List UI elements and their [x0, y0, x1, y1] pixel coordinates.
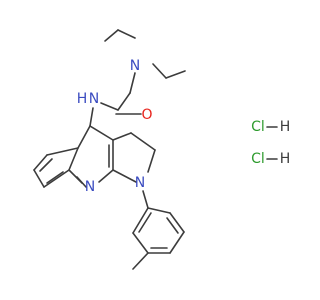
bond — [104, 29, 119, 42]
chlorine-label: Cl — [251, 119, 265, 135]
bond — [43, 169, 70, 188]
bond — [89, 107, 94, 127]
hydrogen-label: H — [280, 151, 291, 167]
bond — [112, 169, 137, 183]
bond — [46, 147, 79, 156]
bond — [68, 147, 79, 171]
bond — [98, 169, 114, 183]
hcl-salt-2: Cl H — [251, 151, 290, 167]
bond — [76, 176, 87, 188]
hcl-salt-1: Cl H — [251, 119, 290, 135]
bond — [130, 132, 156, 151]
bond — [39, 158, 53, 172]
bond — [89, 125, 114, 141]
bond — [132, 232, 149, 254]
bond — [100, 102, 119, 111]
bond — [117, 92, 131, 111]
amine-nitrogen-label: N — [130, 58, 140, 74]
bond — [169, 231, 185, 254]
bond — [112, 132, 132, 141]
bond — [33, 154, 48, 171]
bond — [77, 125, 91, 149]
bond — [46, 171, 64, 184]
bonds — [33, 29, 186, 270]
carbonyl-oxygen-label: O — [141, 107, 152, 123]
bond — [166, 217, 179, 234]
bond — [169, 212, 185, 233]
bond — [147, 207, 171, 214]
bond — [142, 190, 149, 209]
bond — [117, 29, 136, 39]
chlorine-label: Cl — [251, 151, 265, 167]
amide-nitrogen-label: N — [89, 91, 99, 107]
bond — [165, 70, 186, 79]
bond — [132, 207, 149, 234]
structure-drawing: N O N H N N Cl H Cl H — [33, 29, 290, 270]
bond — [147, 149, 156, 173]
bond — [132, 252, 149, 270]
bond — [129, 72, 136, 94]
bond — [152, 63, 167, 79]
hydrogen-label: H — [280, 119, 291, 135]
amide-hydrogen-label: H — [77, 91, 88, 107]
pyridine-nitrogen-label: N — [85, 179, 95, 195]
bond — [138, 212, 152, 233]
atom-labels: N O N H N N — [77, 58, 153, 195]
molecule-diagram: N O N H N N Cl H Cl H — [33, 29, 290, 270]
bond — [33, 169, 45, 188]
pyrrolidine-nitrogen-label: N — [135, 175, 145, 191]
